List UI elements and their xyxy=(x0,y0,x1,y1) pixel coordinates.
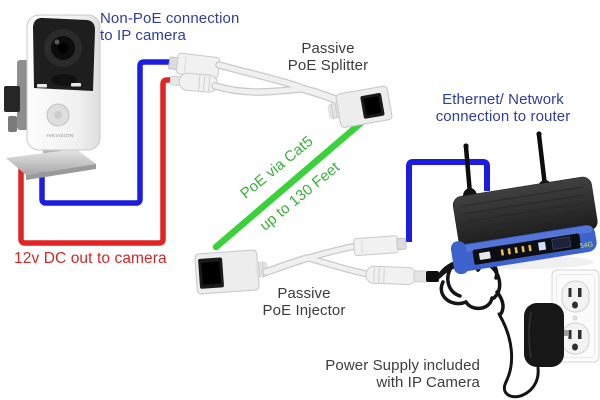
label-ethernet-connection: Ethernet/ Network connection to router xyxy=(435,91,571,126)
injector-cables xyxy=(262,242,376,279)
adapter-body xyxy=(524,303,564,367)
splitter-rj45-jack xyxy=(327,85,393,128)
blue-ethernet-wire-camera xyxy=(39,59,172,206)
label-non-poe-connection: Non-PoE connection to IP camera xyxy=(100,10,240,45)
label-power-supply: Power Supply included with IP Camera xyxy=(325,357,480,392)
label-passive-poe-splitter: Passive PoE Splitter xyxy=(287,40,369,75)
poe-injector-graphic xyxy=(194,235,429,295)
green-cat5-cable xyxy=(212,118,366,251)
injector-rj45-plug xyxy=(353,235,407,256)
router-badge-text: 54G xyxy=(579,241,593,250)
ip-camera-graphic: HIKVISION xyxy=(4,14,101,180)
injector-rj45-jack xyxy=(194,249,269,295)
dc-plug-black xyxy=(426,271,439,282)
router-graphic: 54G xyxy=(450,131,598,275)
blue-ethernet-wire-router xyxy=(406,159,490,242)
camera-brand-text: HIKVISION xyxy=(47,133,74,139)
router-body: 54G xyxy=(450,176,598,275)
injector-dc-jack xyxy=(365,265,429,285)
power-adapter-graphic xyxy=(524,303,568,367)
splitter-dc-plug xyxy=(169,72,218,93)
red-dc-wire-camera xyxy=(18,77,176,246)
wall-outlet-graphic xyxy=(551,269,600,363)
label-12v-dc-out: 12v DC out to camera xyxy=(14,250,167,267)
label-passive-poe-injector: Passive PoE Injector xyxy=(262,285,346,320)
camera-mount-clip xyxy=(4,86,20,112)
poe-splitter-graphic xyxy=(168,52,393,128)
camera-ir-sensor xyxy=(51,74,77,86)
camera-stand-base xyxy=(6,149,96,175)
